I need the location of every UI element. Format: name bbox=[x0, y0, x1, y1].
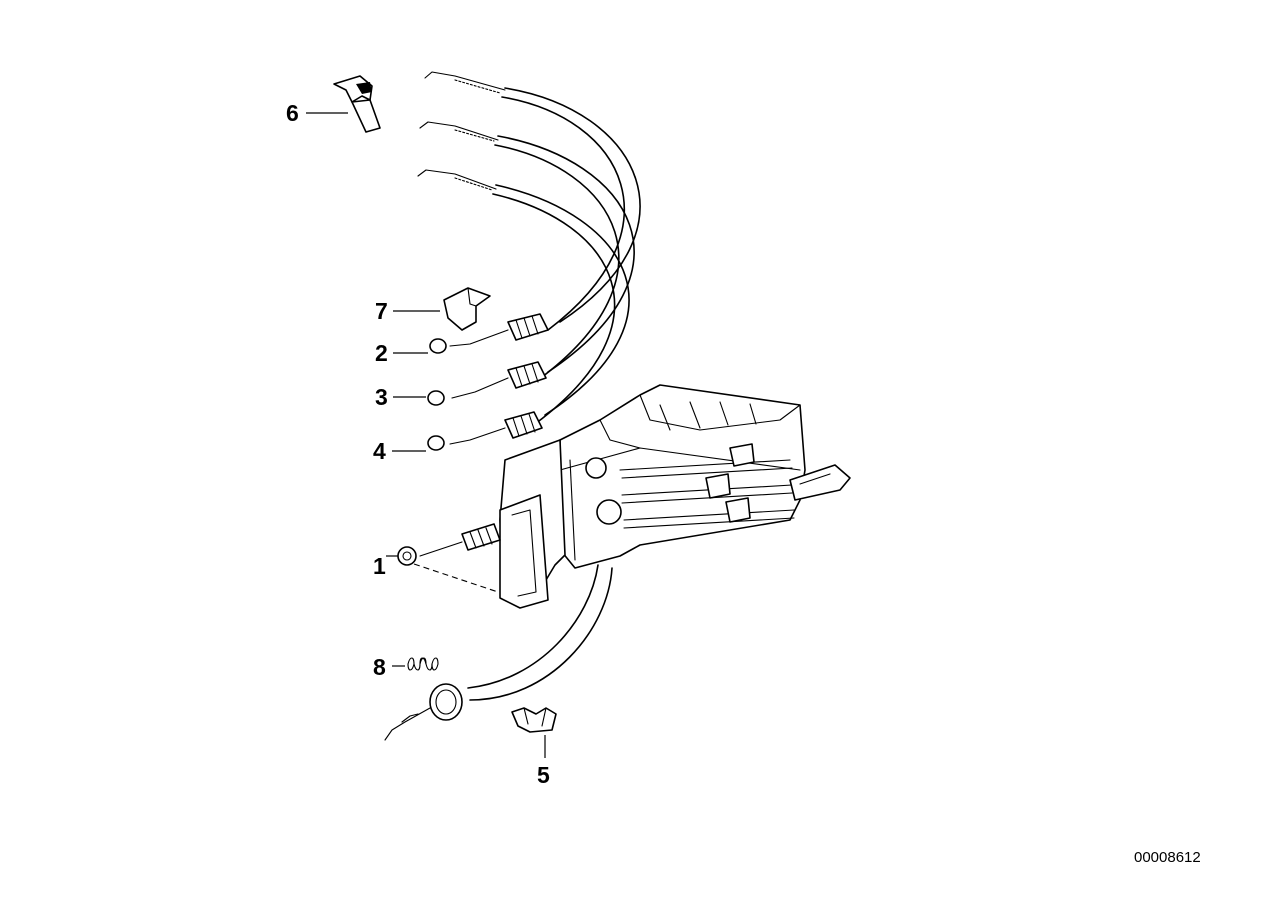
front-bracket bbox=[499, 439, 566, 609]
spring-part-8 bbox=[407, 657, 439, 671]
control-panel-housing bbox=[559, 384, 851, 569]
callout-5: 5 bbox=[537, 762, 550, 788]
cable-adjuster-3 bbox=[427, 361, 547, 406]
callout-7: 7 bbox=[375, 298, 388, 324]
drawing-number: 00008612 bbox=[1134, 849, 1201, 866]
callout-8: 8 bbox=[373, 654, 386, 680]
callout-2: 2 bbox=[375, 340, 388, 366]
cable-upper-3 bbox=[417, 169, 630, 425]
cable-adjuster-4 bbox=[427, 411, 543, 451]
leader-lines bbox=[306, 112, 546, 758]
cable-upper-2 bbox=[419, 121, 635, 381]
cable-lower bbox=[384, 564, 613, 741]
cable-upper-1 bbox=[424, 71, 641, 331]
clip-part-6 bbox=[333, 75, 381, 133]
cable-adjuster-2 bbox=[429, 313, 549, 354]
callout-6: 6 bbox=[286, 100, 299, 126]
callout-3: 3 bbox=[375, 384, 388, 410]
clip-part-7 bbox=[443, 287, 491, 331]
callout-1: 1 bbox=[373, 553, 386, 579]
cable-part-1 bbox=[397, 523, 501, 593]
clip-part-5 bbox=[511, 707, 557, 733]
callout-4: 4 bbox=[373, 438, 386, 464]
